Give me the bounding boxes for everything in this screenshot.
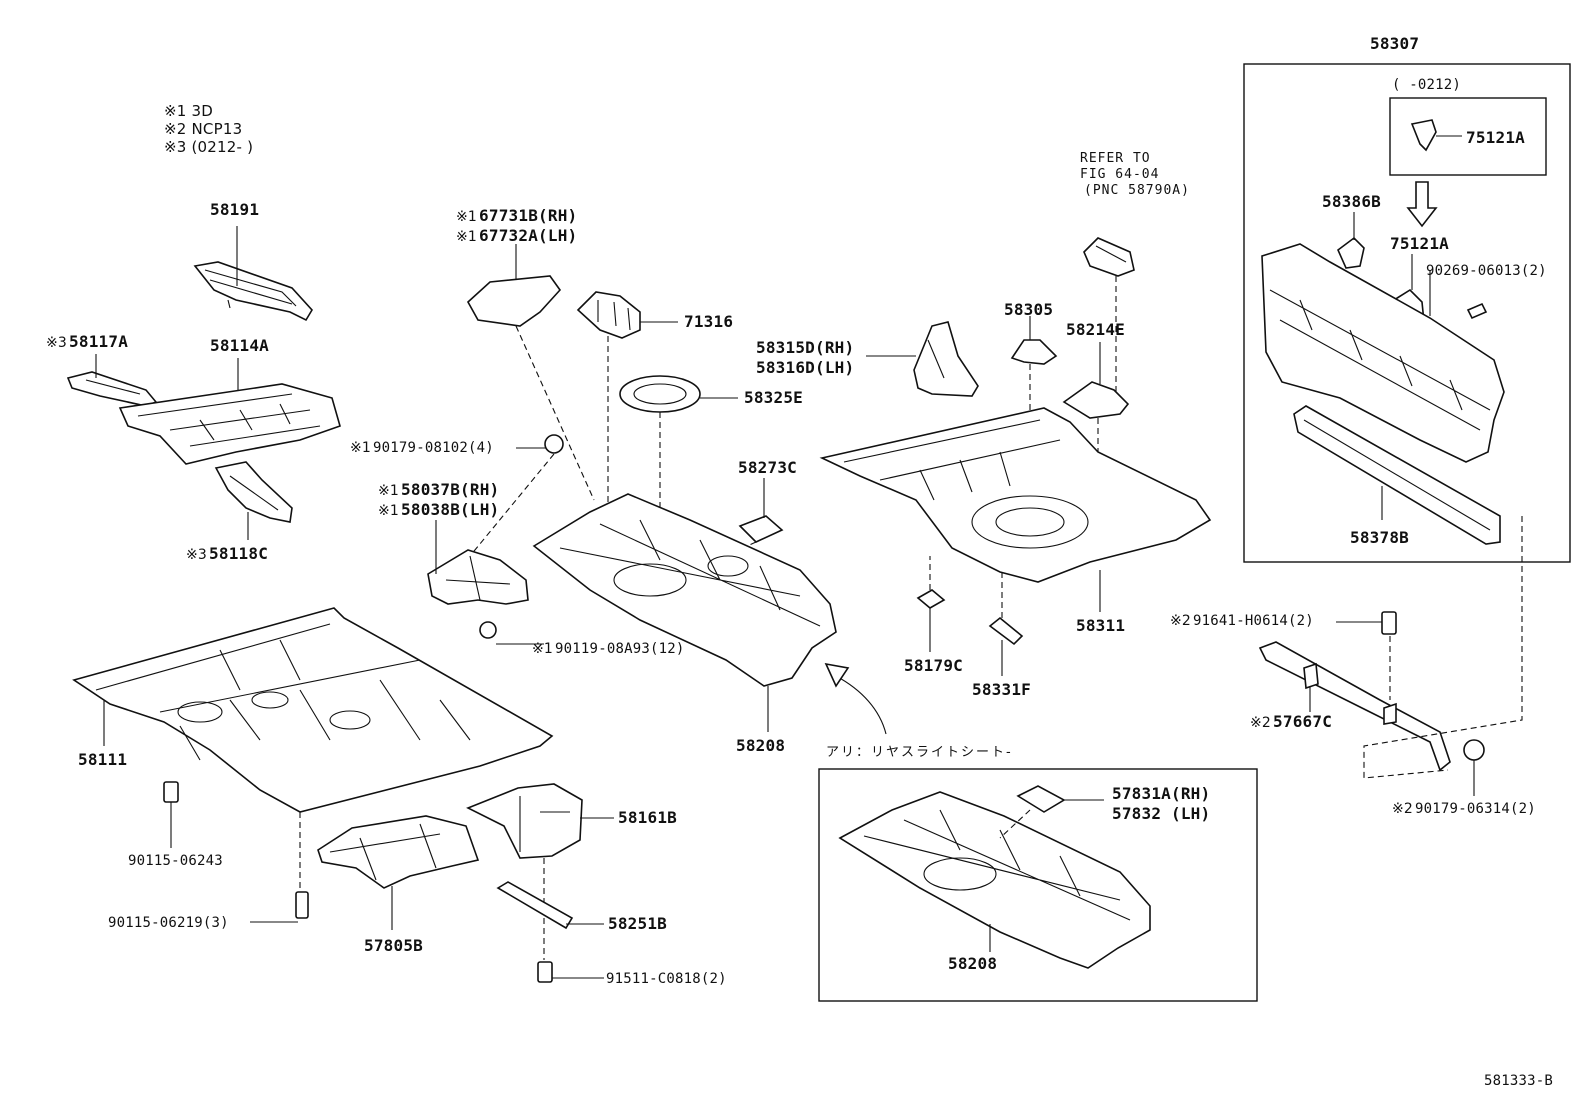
part-58191-shape bbox=[193, 226, 313, 322]
label-58305: 58305 bbox=[1004, 300, 1054, 319]
part-58251B-shape bbox=[496, 881, 604, 930]
bolt-91511-C0818 bbox=[537, 961, 604, 983]
part-58161B-shape bbox=[466, 783, 614, 960]
label-58114A: 58114A bbox=[210, 336, 269, 355]
inset-box-early bbox=[1389, 97, 1547, 176]
label-58316D: 58316D(LH) bbox=[756, 358, 855, 377]
refer-line-2: FIG 64-04 bbox=[1080, 167, 1160, 182]
bolt-90269-06013 bbox=[1429, 270, 1488, 320]
label-57831A: 57831A(RH) bbox=[1112, 784, 1211, 803]
label-58179C: 58179C bbox=[904, 656, 963, 675]
variant-caption: アリ：リヤスライトシート- bbox=[826, 745, 1013, 760]
part-58790A-ref-shape bbox=[1083, 237, 1135, 392]
part-58117A-shape bbox=[66, 354, 158, 407]
part-58111-shape bbox=[72, 607, 554, 888]
label-75121A: 75121A bbox=[1390, 234, 1449, 253]
part-58378B-shape bbox=[1293, 405, 1501, 545]
legend-item-2: ※2 NCP13 bbox=[164, 120, 243, 138]
group-box-rear-seat-variant bbox=[818, 768, 1258, 1002]
part-58331F-shape bbox=[988, 570, 1024, 676]
label-90269-06013: 90269-06013(2) bbox=[1426, 263, 1547, 279]
group-label-58307: 58307 bbox=[1370, 34, 1420, 53]
label-90115-06243: 90115-06243 bbox=[128, 853, 223, 869]
part-58311-shape bbox=[819, 407, 1212, 612]
part-58118C-shape bbox=[214, 461, 293, 540]
label-90115-06219: 90115-06219(3) bbox=[108, 915, 229, 931]
label-75121A-inset: 75121A bbox=[1466, 128, 1525, 147]
label-58378B: 58378B bbox=[1350, 528, 1409, 547]
dashed-guide-right bbox=[1363, 516, 1523, 779]
inset-label: ( -0212) bbox=[1392, 77, 1462, 93]
label-58214E: 58214E bbox=[1066, 320, 1125, 339]
part-58208-alt-shape bbox=[838, 791, 1151, 969]
part-58208-shape bbox=[532, 493, 837, 732]
part-58315D-shape bbox=[866, 321, 979, 397]
label-58208-alt: 58208 bbox=[948, 954, 998, 973]
part-58386B-shape bbox=[1337, 212, 1365, 269]
label-58208: 58208 bbox=[736, 736, 786, 755]
part-rear-panel-shape bbox=[1261, 243, 1505, 463]
part-58179C-shape bbox=[916, 556, 946, 652]
label-58273C: 58273C bbox=[738, 458, 797, 477]
label-58331F: 58331F bbox=[972, 680, 1031, 699]
label-58191: 58191 bbox=[210, 200, 260, 219]
label-58386B: 58386B bbox=[1322, 192, 1381, 211]
refer-line-1: REFER TO bbox=[1080, 151, 1151, 166]
bolt-90115-06243 bbox=[163, 781, 179, 848]
variant-arrow bbox=[824, 662, 887, 735]
legend-item-1: ※1 3D bbox=[164, 102, 213, 120]
label-91511-C0818: 91511-C0818(2) bbox=[606, 971, 727, 987]
group-box-58307 bbox=[1243, 63, 1571, 563]
inset-arrow bbox=[1406, 181, 1438, 228]
figure-id: 581333-B bbox=[1484, 1073, 1554, 1089]
label-58161B: 58161B bbox=[618, 808, 677, 827]
part-71316-shape bbox=[576, 291, 678, 548]
bolt-91641-H0614 bbox=[1336, 611, 1397, 700]
label-58111: 58111 bbox=[78, 750, 128, 769]
bolt-90119-08A93 bbox=[479, 621, 544, 645]
part-57831A-shape bbox=[999, 785, 1104, 839]
label-71316: 71316 bbox=[684, 312, 734, 331]
label-58315D: 58315D(RH) bbox=[756, 338, 855, 357]
bolt-90115-06219 bbox=[250, 891, 309, 923]
label-57832: 57832 (LH) bbox=[1112, 804, 1211, 823]
part-67731B-shape bbox=[466, 244, 595, 501]
part-75121A-inset-shape bbox=[1410, 119, 1462, 152]
part-57667C-shape bbox=[1258, 641, 1451, 772]
nut-90179-08102 bbox=[469, 434, 564, 557]
label-57805B: 57805B bbox=[364, 936, 423, 955]
part-58037B-shape bbox=[427, 520, 529, 605]
label-58325E: 58325E bbox=[744, 388, 803, 407]
part-58114A-shape bbox=[118, 358, 341, 465]
nut-90179-06314 bbox=[1463, 739, 1485, 796]
label-58251B: 58251B bbox=[608, 914, 667, 933]
label-58311: 58311 bbox=[1076, 616, 1126, 635]
part-57805B-shape bbox=[317, 815, 480, 930]
legend-item-3: ※3 (0212- ) bbox=[164, 138, 254, 156]
refer-line-3: (PNC 58790A) bbox=[1084, 183, 1190, 198]
